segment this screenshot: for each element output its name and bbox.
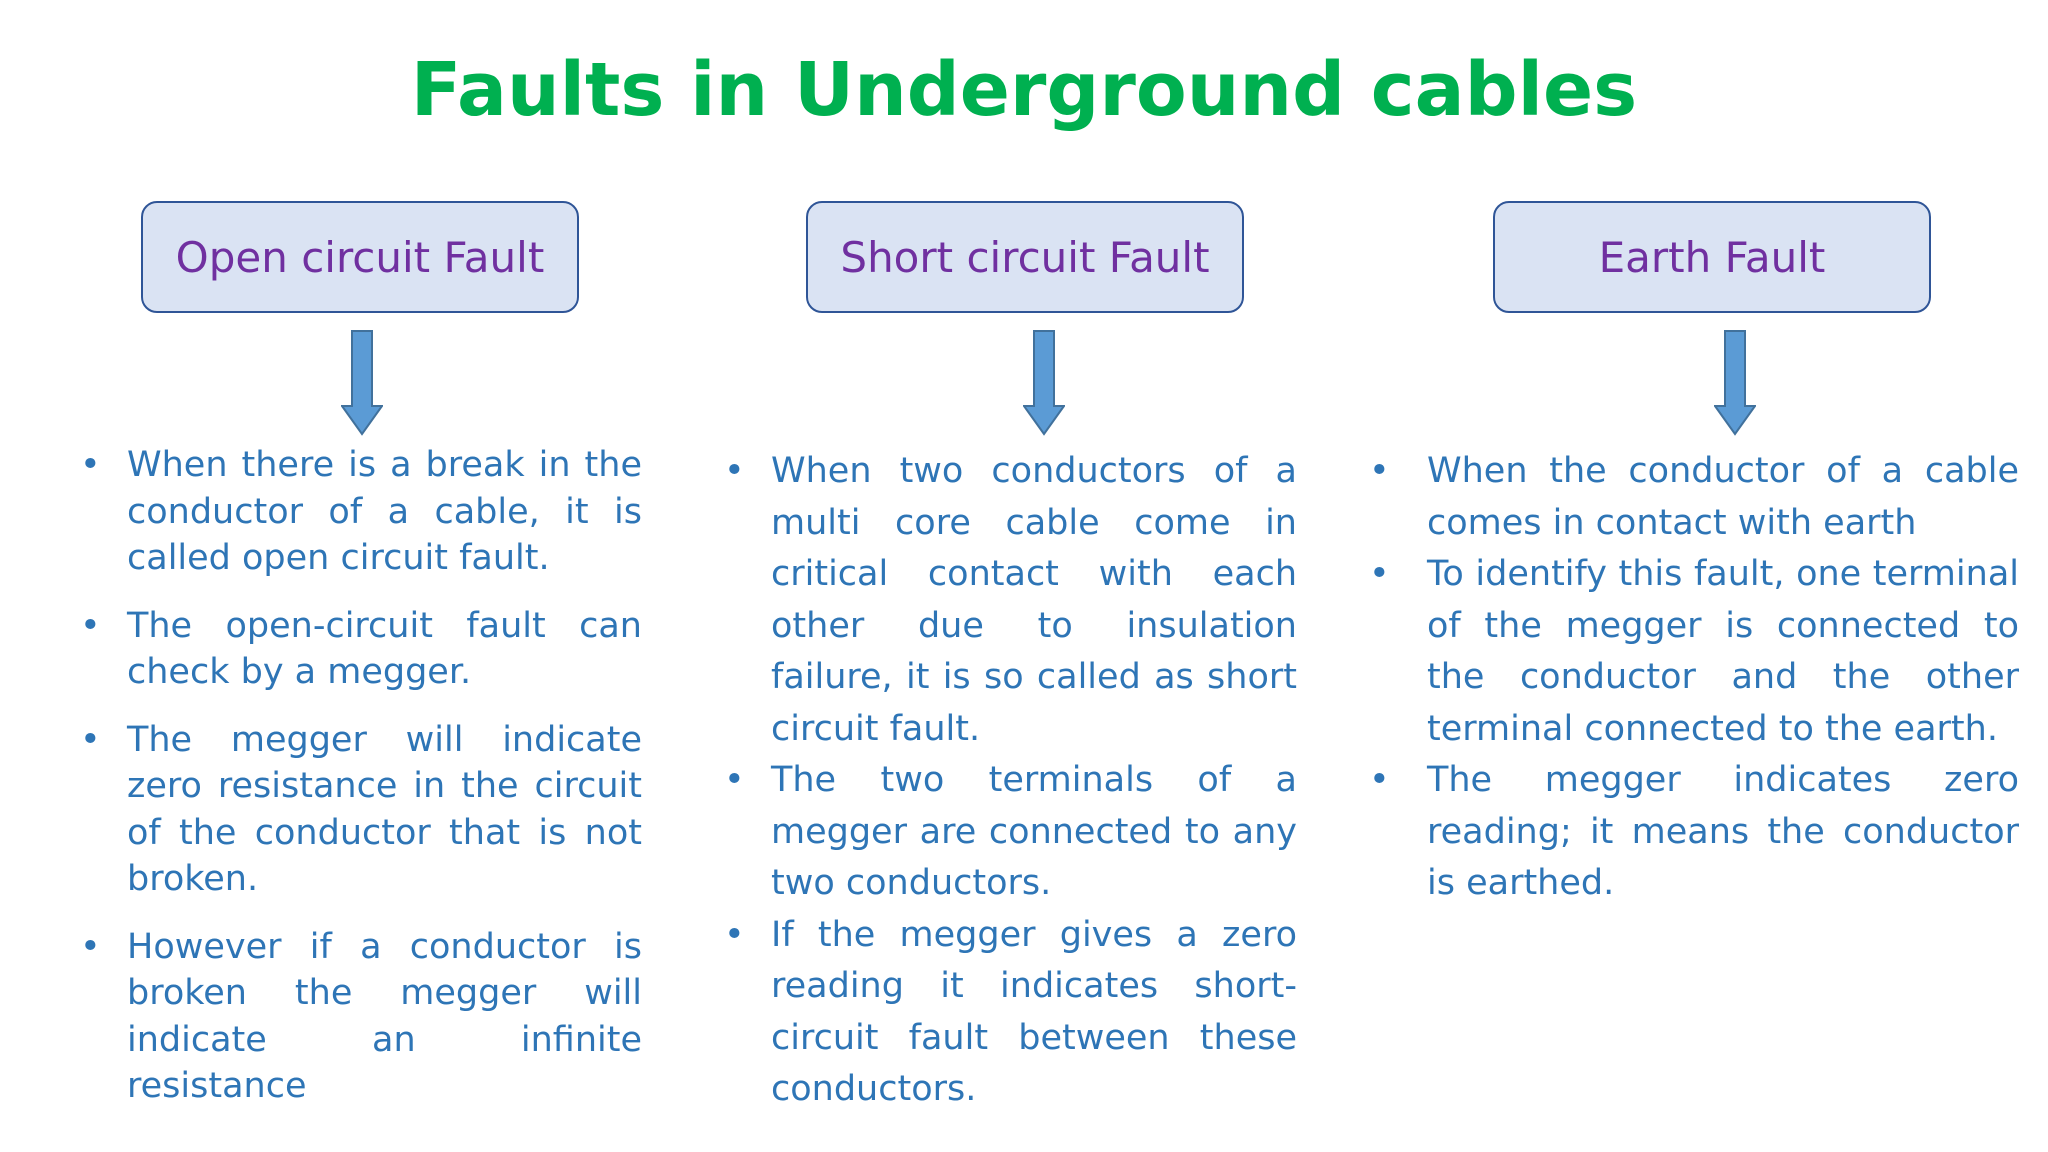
bullet-icon: •: [1369, 554, 1390, 594]
down-arrow-icon: [1714, 330, 1756, 436]
list-item: •The megger will indicate zero resistanc…: [80, 717, 642, 903]
list-item: •However if a conductor is broken the me…: [80, 924, 642, 1110]
short-circuit-fault-list: •When two conductors of a multi core cab…: [724, 446, 1297, 1116]
bullet-icon: •: [80, 605, 101, 646]
bullet-icon: •: [80, 445, 101, 485]
list-item: •The open-circuit fault can check by a m…: [80, 603, 642, 696]
open-circuit-fault-list: •When there is a break in the conductor …: [80, 442, 642, 1131]
earth-fault-list: •When the conductor of a cable comes in …: [1369, 446, 2019, 910]
list-item: •When there is a break in the conductor …: [80, 442, 642, 582]
list-item: •When two conductors of a multi core cab…: [724, 446, 1297, 755]
short-circuit-fault-box: Short circuit Fault: [806, 201, 1244, 313]
bullet-icon: •: [724, 451, 745, 491]
list-item: •The two terminals of a megger are conne…: [724, 755, 1297, 910]
bullet-icon: •: [1369, 760, 1390, 800]
bullet-icon: •: [80, 926, 101, 967]
down-arrow-icon: [341, 330, 383, 436]
list-item: •To identify this fault, one terminal of…: [1369, 549, 2019, 755]
page-title: Faults in Underground cables: [410, 47, 1638, 133]
list-item: •The megger indicates zero reading; it m…: [1369, 755, 2019, 910]
bullet-icon: •: [724, 760, 745, 800]
down-arrow-icon: [1023, 330, 1065, 436]
earth-fault-box: Earth Fault: [1493, 201, 1931, 313]
list-item: •When the conductor of a cable comes in …: [1369, 446, 2019, 549]
bullet-icon: •: [80, 719, 101, 760]
bullet-icon: •: [724, 914, 745, 955]
bullet-icon: •: [1369, 451, 1390, 491]
list-item: •If the megger gives a zero reading it i…: [724, 910, 1297, 1116]
open-circuit-fault-box: Open circuit Fault: [141, 201, 579, 313]
